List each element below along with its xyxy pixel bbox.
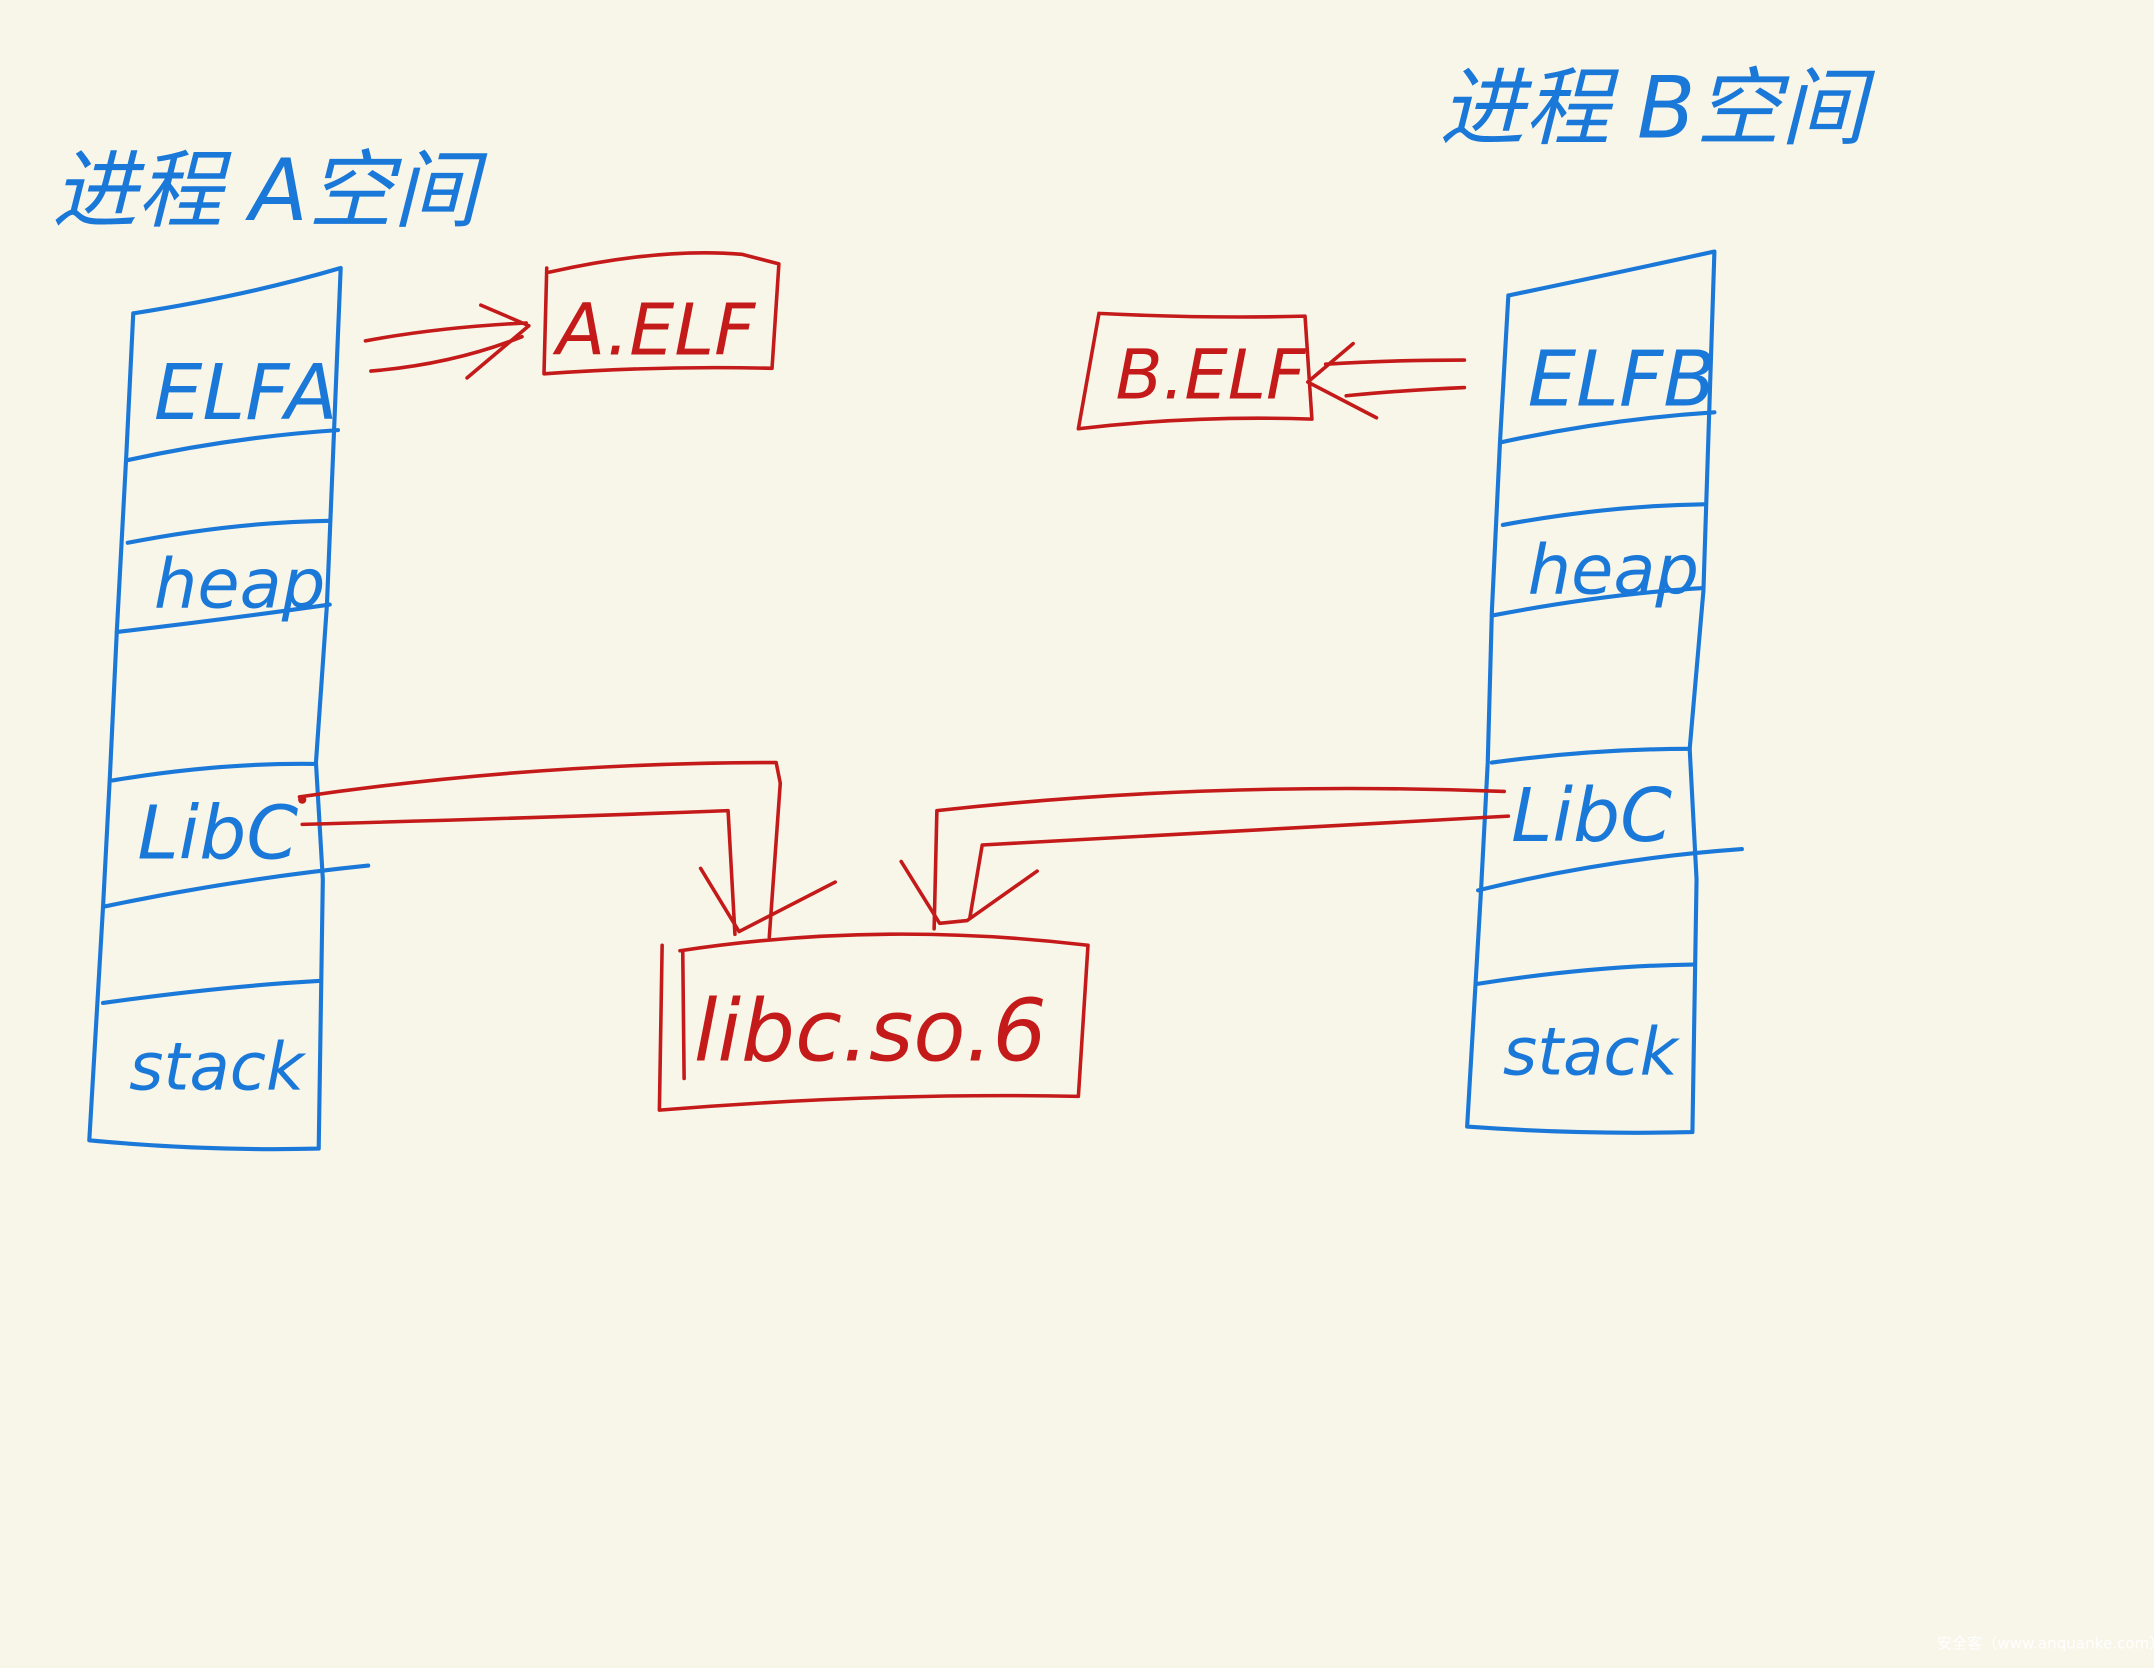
mapping-libc-b [899, 786, 1511, 931]
segment-libc-a: LibC [137, 791, 298, 877]
segment-elfa: ELFA [154, 349, 338, 438]
a-elf-label: A.ELF [552, 289, 756, 372]
arrow-elfb-to-b-elf [1305, 341, 1467, 420]
libc-label: libc.so.6 [694, 983, 1047, 1082]
arrow-elfa-to-a-elf [363, 303, 531, 380]
segment-heap-a: heap [154, 544, 325, 624]
libc-shared-object: libc.so.6 [657, 932, 1090, 1112]
mapping-libc-a [297, 760, 838, 939]
process-a-memory: ELFA heap LibC stack [87, 265, 371, 1152]
b-elf-label: B.ELF [1115, 336, 1307, 416]
b-elf-file: B.ELF [1076, 311, 1314, 431]
process-b-title: 进程 B空间 [1440, 60, 1876, 159]
segment-libc-b: LibC [1511, 773, 1672, 859]
segment-elfb: ELFB [1528, 335, 1716, 424]
process-b-memory: ELFB heap LibC stack [1465, 249, 1744, 1135]
segment-heap-b: heap [1528, 531, 1699, 611]
segment-stack-a: stack [129, 1029, 307, 1106]
a-elf-file: A.ELF [542, 251, 781, 376]
process-a-title: 进程 A空间 [52, 142, 488, 241]
segment-stack-b: stack [1503, 1013, 1681, 1090]
watermark: 安全客（www.anquanke.com） [1937, 1635, 2154, 1653]
